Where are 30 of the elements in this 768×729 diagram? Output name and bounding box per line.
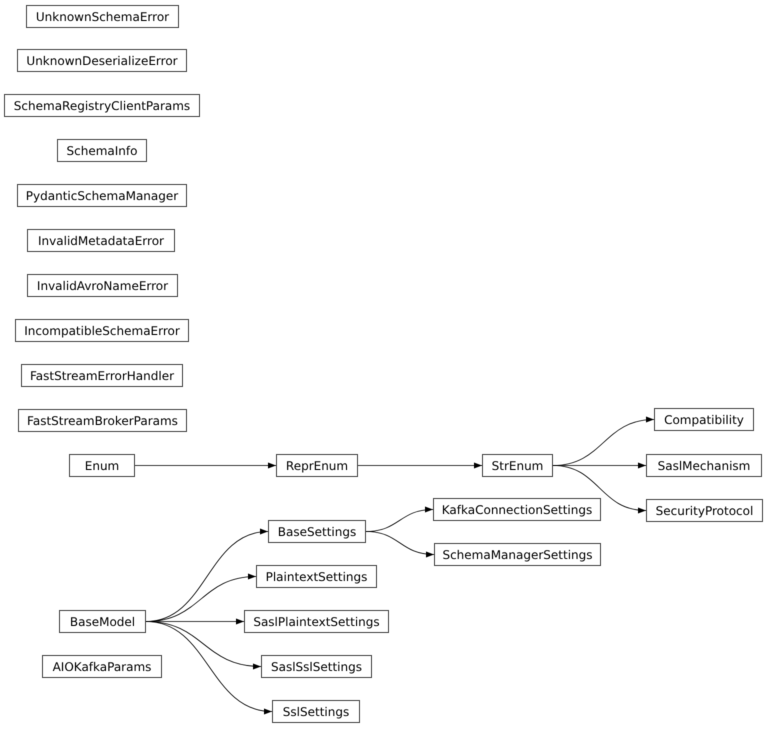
class-box: ReprEnum <box>276 454 358 477</box>
class-box: StrEnum <box>482 454 553 477</box>
class-box: UnknownSchemaError <box>26 5 179 28</box>
class-box: SecurityProtocol <box>646 499 763 522</box>
class-box: PlaintextSettings <box>256 565 377 588</box>
class-box: FastStreamErrorHandler <box>21 364 183 387</box>
class-box: BaseModel <box>59 610 146 633</box>
class-box: BaseSettings <box>268 520 366 543</box>
inheritance-arrow <box>358 462 482 468</box>
inheritance-arrow <box>366 531 434 558</box>
class-box: PydanticSchemaManager <box>17 184 187 207</box>
class-box: KafkaConnectionSettings <box>433 498 601 521</box>
class-box: IncompatibleSchemaError <box>15 319 189 342</box>
class-box: SslSettings <box>272 700 360 723</box>
class-box: SchemaRegistryClientParams <box>4 94 200 117</box>
inheritance-arrow <box>552 465 646 513</box>
class-box: InvalidMetadataError <box>27 229 175 252</box>
inheritance-arrow <box>146 621 272 714</box>
class-box: SchemaInfo <box>57 139 147 162</box>
inheritance-arrow <box>134 462 276 468</box>
class-box: Enum <box>69 454 135 477</box>
class-box: Compatibility <box>654 408 754 431</box>
class-box: SaslPlaintextSettings <box>244 610 389 633</box>
class-box: InvalidAvroNameError <box>27 274 178 297</box>
class-box: FastStreamBrokerParams <box>18 409 187 432</box>
class-box: SaslMechanism <box>646 454 762 477</box>
class-box: AIOKafkaParams <box>42 655 162 678</box>
class-box: UnknownDeserializeError <box>17 49 187 72</box>
class-box: SchemaManagerSettings <box>434 543 601 566</box>
class-box: SaslSslSettings <box>261 655 372 678</box>
